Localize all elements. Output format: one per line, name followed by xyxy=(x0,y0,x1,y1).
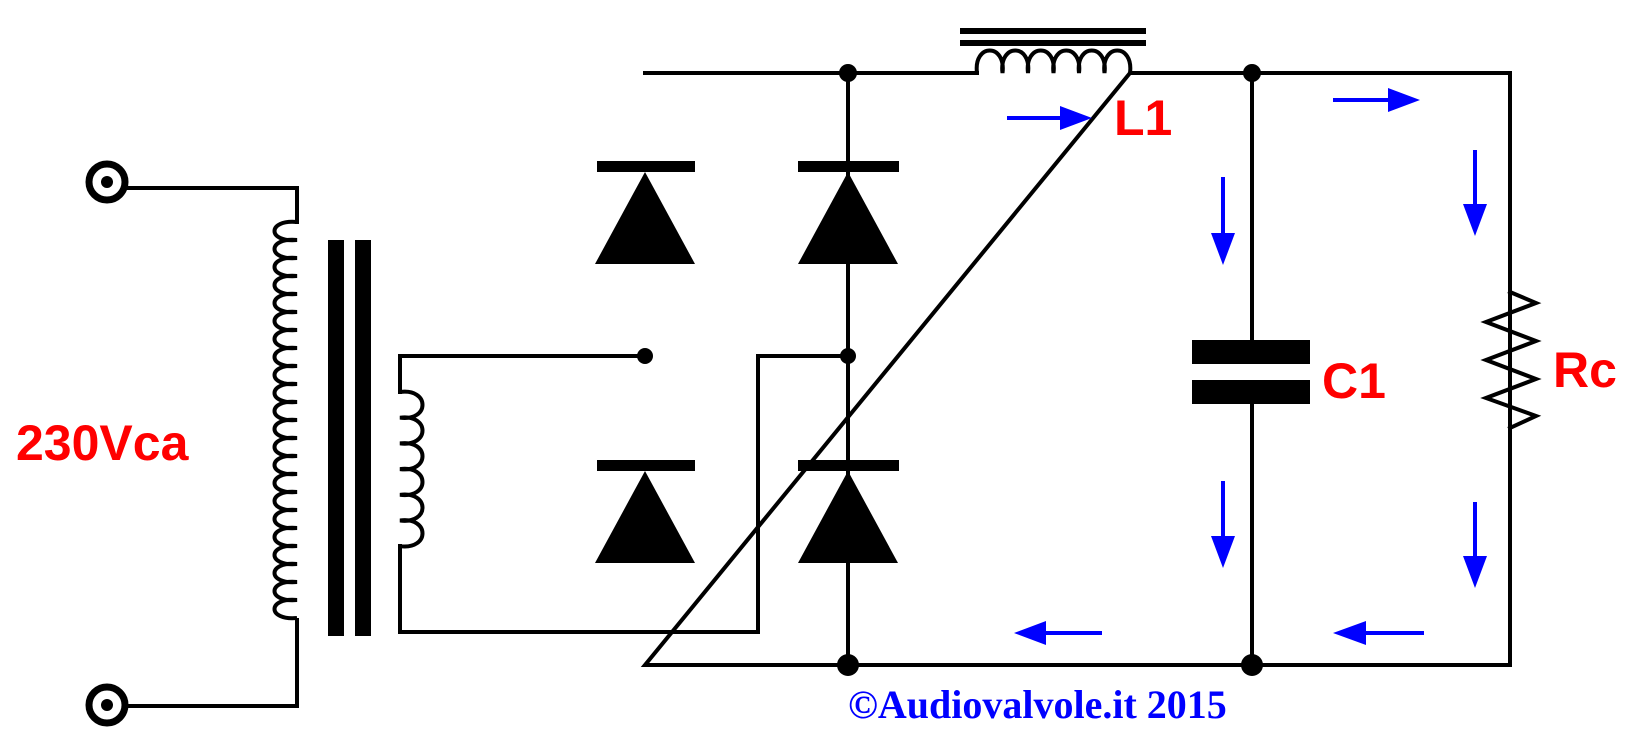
current-arrow-rc-lower xyxy=(1463,502,1487,588)
transformer-core xyxy=(328,240,371,636)
junction-dots xyxy=(637,64,1263,676)
inductor-l1-core xyxy=(960,28,1146,46)
transformer-primary-winding xyxy=(272,219,298,621)
current-arrow-return-right xyxy=(1333,621,1424,645)
inductor-l1-winding xyxy=(974,48,1133,74)
current-arrow-return-left xyxy=(1014,621,1102,645)
secondary-wires xyxy=(398,354,850,634)
current-arrow-top-right xyxy=(1333,88,1420,112)
copyright-notice: ©Audiovalvole.it 2015 xyxy=(848,682,1227,727)
diode-d1 xyxy=(595,161,695,264)
diode-d3 xyxy=(595,460,695,563)
resistor-label: Rc xyxy=(1553,342,1617,398)
input-terminal-top xyxy=(85,160,129,204)
diode-d4 xyxy=(798,460,899,563)
capacitor-c1 xyxy=(1192,340,1310,404)
current-arrow-l1 xyxy=(1007,106,1092,130)
capacitor-label: C1 xyxy=(1322,353,1386,409)
diode-d2 xyxy=(798,161,899,264)
input-voltage-label: 230Vca xyxy=(16,415,190,471)
primary-wires xyxy=(123,186,299,708)
input-terminal-bottom xyxy=(85,683,129,727)
current-arrow-c1-lower xyxy=(1211,481,1235,568)
inductor-label: L1 xyxy=(1114,90,1172,146)
current-arrow-c1-upper xyxy=(1211,177,1235,265)
transformer-secondary-winding xyxy=(399,389,425,549)
current-arrow-rc-upper xyxy=(1463,150,1487,236)
resistor-rc xyxy=(1480,289,1542,431)
